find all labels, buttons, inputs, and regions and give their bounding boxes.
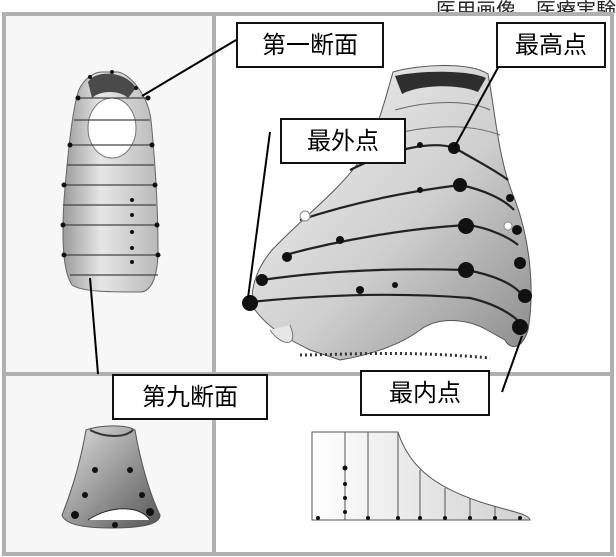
label-outermost-point: 最外点 [280, 118, 406, 164]
label-innermost-point: 最内点 [360, 370, 490, 416]
rear-view-model [61, 425, 161, 529]
leader-outermost-point [247, 131, 271, 299]
label-first-section: 第一断面 [236, 22, 384, 68]
label-highest-point: 最高点 [496, 22, 606, 68]
leader-lines [89, 39, 523, 393]
front-view-model [60, 70, 161, 293]
side-view-model [311, 431, 531, 521]
leader-innermost-point [501, 335, 523, 393]
perspective-view-model [242, 65, 532, 361]
leader-ninth-section [89, 277, 99, 375]
leader-first-section [141, 39, 237, 97]
label-ninth-section: 第九断面 [112, 374, 268, 420]
leader-highest-point [454, 63, 501, 147]
